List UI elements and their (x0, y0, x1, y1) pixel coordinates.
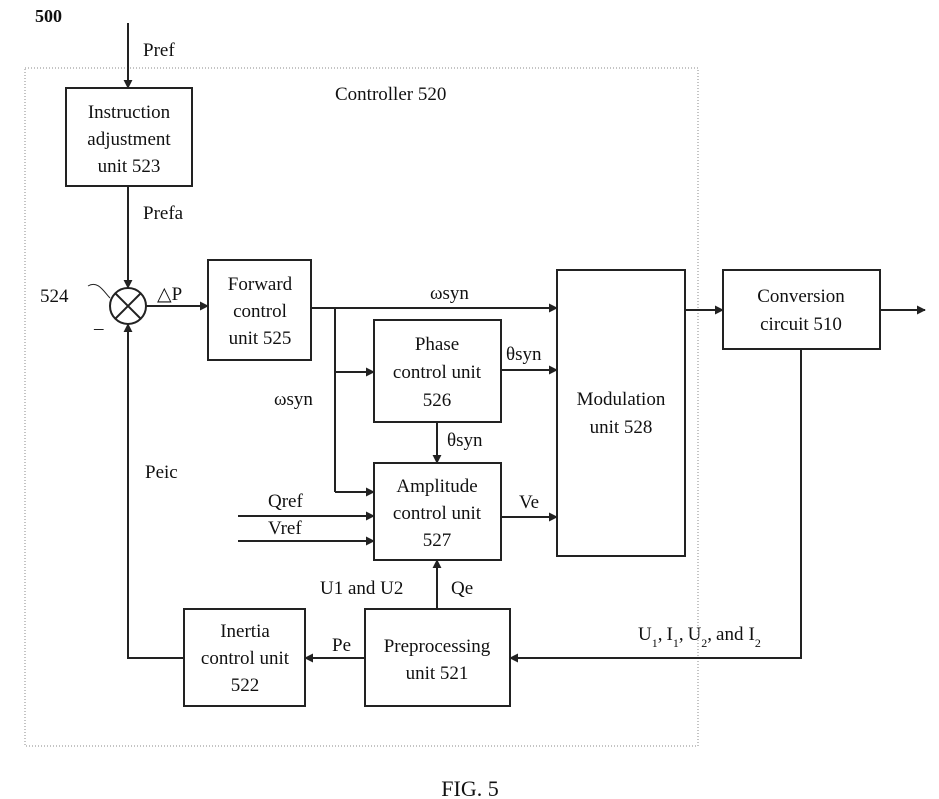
instruction-line-2: adjustment (87, 129, 171, 150)
delta-p-label: △P (157, 284, 182, 305)
controller-label: Controller 520 (335, 84, 446, 105)
figure-caption: FIG. 5 (441, 776, 498, 799)
preprocessing-line-1: Preprocessing (384, 636, 491, 657)
phase-line-1: Phase (415, 334, 459, 355)
pref-label: Pref (143, 40, 175, 61)
pe-label: Pe (332, 635, 351, 656)
conversion-circuit-510 (723, 270, 880, 349)
figure-ref-500: 500 (35, 6, 62, 26)
feedback-and: and (716, 624, 744, 645)
feedback-sub-2b: 2 (755, 636, 761, 650)
prefa-label: Prefa (143, 203, 184, 224)
theta-syn-down-label: θsyn (447, 430, 483, 451)
amplitude-line-1: Amplitude (396, 476, 477, 497)
feedback-sep-2: , (679, 624, 684, 645)
qe-label: Qe (451, 578, 473, 599)
modulation-line-1: Modulation (577, 389, 666, 410)
amplitude-line-3: 527 (423, 530, 452, 551)
preprocessing-unit-521 (365, 609, 510, 706)
omega-syn-top-label: ωsyn (430, 283, 469, 304)
amplitude-line-2: control unit (393, 503, 482, 524)
junction-leader-line (88, 284, 110, 298)
instruction-line-3: unit 523 (98, 156, 161, 177)
summing-junction-524 (110, 288, 146, 324)
instruction-line-1: Instruction (88, 102, 171, 123)
conversion-line-1: Conversion (757, 286, 845, 307)
ve-label: Ve (519, 492, 539, 513)
junction-ref-label: 524 (40, 286, 69, 307)
feedback-u1: U (638, 624, 652, 645)
feedback-u2: U (688, 624, 702, 645)
feedback-sep-1: , (658, 624, 663, 645)
feedback-label: U1,I1,U2,andI2 (638, 624, 761, 650)
preprocessing-line-2: unit 521 (406, 663, 469, 684)
vref-label: Vref (268, 518, 302, 539)
conversion-line-2: circuit 510 (760, 314, 842, 335)
qref-label: Qref (268, 491, 303, 512)
peic-label: Peic (145, 462, 178, 483)
modulation-unit-528 (557, 270, 685, 556)
phase-line-2: control unit (393, 362, 482, 383)
inertia-line-3: 522 (231, 675, 260, 696)
phase-line-3: 526 (423, 390, 452, 411)
modulation-line-2: unit 528 (590, 417, 653, 438)
omega-syn-left-label: ωsyn (274, 389, 313, 410)
forward-line-3: unit 525 (229, 328, 292, 349)
peic-arrow (128, 324, 184, 658)
forward-line-2: control (233, 301, 287, 322)
inertia-line-2: control unit (201, 648, 290, 669)
minus-sign: – (93, 318, 104, 339)
forward-line-1: Forward (228, 274, 293, 295)
u1-u2-label: U1 and U2 (320, 578, 403, 599)
theta-syn-right-label: θsyn (506, 344, 542, 365)
inertia-line-1: Inertia (220, 621, 270, 642)
feedback-sep-3: , (707, 624, 712, 645)
